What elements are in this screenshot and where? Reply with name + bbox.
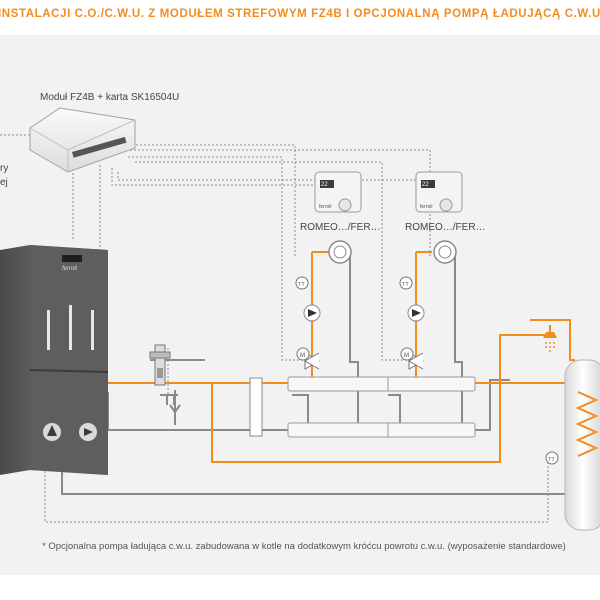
tt-symbol-2: TT (402, 282, 409, 288)
manifold (249, 376, 476, 438)
module-label: Moduł FZ4B + karta SK16504U (40, 92, 180, 103)
zone-1 (296, 240, 352, 370)
thermostat-1-label: ROMEO…/FER… (300, 222, 381, 233)
orange-pipes (108, 251, 575, 463)
m-symbol-1: M (300, 353, 305, 359)
side-label-2: ej (0, 177, 8, 188)
shower-head-icon (543, 332, 557, 352)
thermostat-1 (314, 171, 362, 213)
safety-group (149, 344, 171, 386)
thermostat-2-display: 22 (422, 182, 429, 188)
thermostat-2 (415, 171, 463, 213)
diagram-title: INSTALACJI C.O./C.W.U. Z MODUŁEM STREFOW… (0, 8, 600, 20)
m-symbol-2: M (404, 353, 409, 359)
thermostat-2-brand: ferroli (420, 204, 433, 210)
grey-pipes (61, 252, 575, 495)
tt-symbol-1: TT (298, 282, 305, 288)
side-label-1: ry (0, 163, 9, 174)
temperature-sensors (295, 276, 559, 465)
tt-symbol-3: TT (548, 457, 555, 463)
thermostat-1-brand: ferroli (319, 204, 332, 210)
fz4b-module (29, 107, 136, 173)
boiler (0, 245, 109, 475)
dhw-tank (564, 359, 600, 531)
boiler-brand: ferroli (62, 266, 78, 272)
zone-2 (400, 240, 457, 370)
thermostat-1-display: 22 (321, 182, 328, 188)
thermostat-2-label: ROMEO…/FER… (405, 222, 486, 233)
footnote: * Opcjonalna pompa ładująca c.w.u. zabud… (42, 541, 566, 552)
